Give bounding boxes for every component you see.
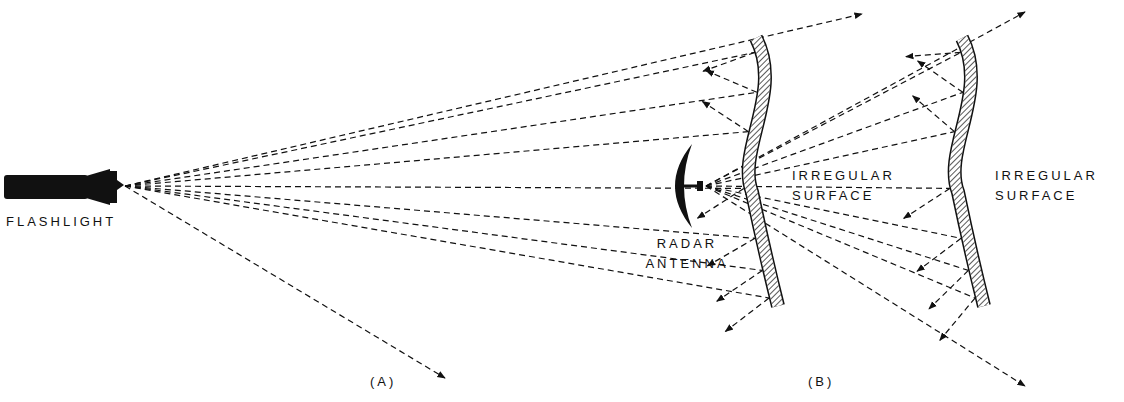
device-label: RADAR ANTENNA	[628, 234, 746, 274]
reflected-ray	[706, 71, 757, 93]
incident-ray	[125, 92, 757, 186]
surface-outline	[749, 38, 778, 306]
reflected-ray	[929, 270, 968, 308]
reflected-ray	[703, 52, 755, 71]
incident-ray	[125, 132, 748, 186]
incident-ray	[125, 52, 755, 186]
reflected-ray	[904, 188, 950, 218]
surface-label: IRREGULAR SURFACE	[995, 166, 1120, 206]
flashlight-symbol	[4, 169, 124, 205]
reflected-ray	[913, 96, 955, 132]
surface-fill	[749, 38, 778, 306]
panel-label: (A)	[370, 372, 430, 392]
radar-antenna-symbol	[675, 144, 703, 228]
reflected-ray	[918, 61, 963, 92]
reflected-ray	[725, 298, 769, 331]
panel-label: (B)	[808, 372, 868, 392]
irregular-surfaces	[749, 38, 984, 306]
reflected-ray	[717, 270, 763, 301]
surface-outline	[955, 38, 984, 306]
reflected-ray	[906, 52, 961, 56]
surface-hatch	[749, 38, 778, 306]
surface-label: IRREGULAR SURFACE	[792, 166, 917, 206]
outer-ray	[125, 186, 445, 378]
incident-ray	[125, 186, 769, 298]
reflected-ray	[940, 298, 975, 340]
reflected-ray	[702, 101, 748, 131]
incident-ray	[125, 186, 744, 188]
incident-ray	[125, 186, 755, 238]
device-label: FLASHLIGHT	[6, 212, 166, 232]
rays	[125, 12, 1025, 386]
surface-fill	[955, 38, 984, 306]
surface-hatch	[955, 38, 984, 306]
